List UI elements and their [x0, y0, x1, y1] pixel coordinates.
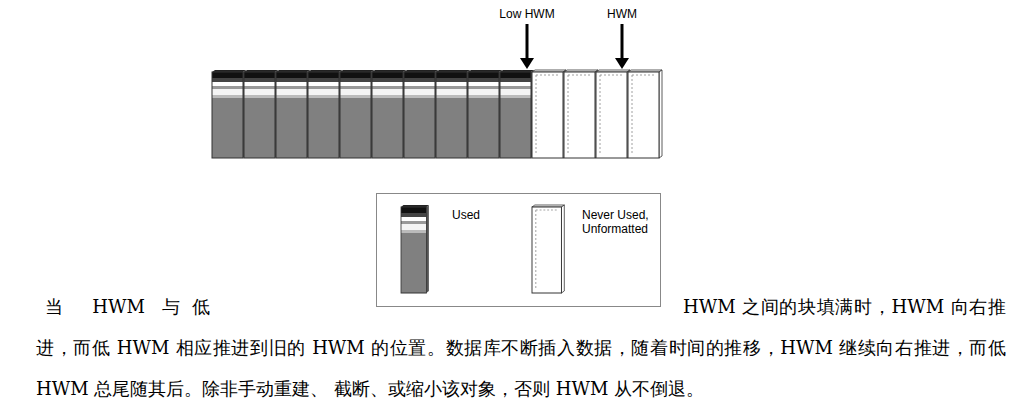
legend-box — [377, 194, 661, 307]
legend-text: Never Used, Unformatted — [582, 208, 660, 236]
marker-arrows — [520, 24, 629, 69]
marker-label: Low HWM — [496, 7, 558, 21]
block-row — [212, 70, 662, 158]
marker-label: HWM — [602, 7, 642, 21]
legend-text: Used — [452, 208, 512, 222]
body-text: HWM 之间的块填满时，HWM 向右推进，而低 HWM 相应推进到旧的 HWM … — [36, 286, 1006, 409]
body-text: 当 HWM 与低 — [45, 286, 210, 327]
